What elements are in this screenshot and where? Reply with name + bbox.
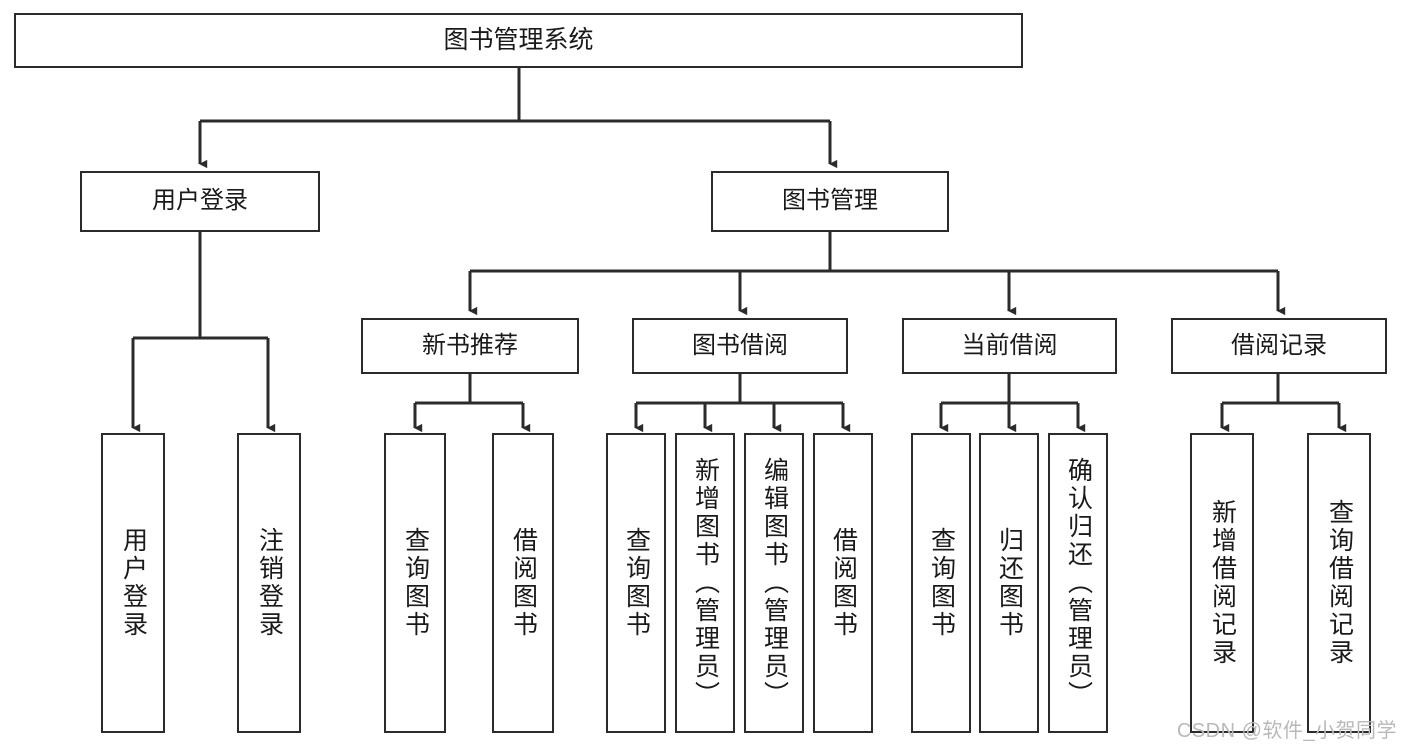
- node-leaf-confirm-return-admin-label: 确认归还（管理员）: [1064, 457, 1093, 709]
- node-leaf-query-book-current[interactable]: 查询图书: [911, 433, 971, 733]
- node-borrow-record[interactable]: 借阅记录: [1171, 318, 1387, 374]
- node-book-borrow-label: 图书借阅: [692, 331, 788, 359]
- node-leaf-borrow-book-recommend[interactable]: 借阅图书: [492, 433, 554, 733]
- node-leaf-query-borrow-record-label: 查询借阅记录: [1325, 499, 1354, 667]
- node-leaf-logout[interactable]: 注销登录: [237, 433, 301, 733]
- node-leaf-query-book-recommend-label: 查询图书: [401, 527, 430, 639]
- node-leaf-add-borrow-record-label: 新增借阅记录: [1208, 499, 1237, 667]
- node-leaf-query-borrow-record[interactable]: 查询借阅记录: [1307, 433, 1371, 733]
- node-leaf-borrow-book[interactable]: 借阅图书: [813, 433, 873, 733]
- node-leaf-query-book-recommend[interactable]: 查询图书: [384, 433, 446, 733]
- node-leaf-query-book-borrow-label: 查询图书: [622, 527, 651, 639]
- node-root-label: 图书管理系统: [443, 25, 594, 54]
- node-user-login[interactable]: 用户登录: [80, 171, 320, 232]
- node-current-borrow-label: 当前借阅: [961, 331, 1058, 359]
- node-current-borrow[interactable]: 当前借阅: [902, 318, 1117, 374]
- node-leaf-add-book-admin-label: 新增图书（管理员）: [691, 457, 720, 709]
- node-new-book-recommend[interactable]: 新书推荐: [361, 318, 579, 374]
- node-leaf-logout-label: 注销登录: [255, 527, 284, 639]
- node-leaf-add-book-admin[interactable]: 新增图书（管理员）: [675, 433, 735, 733]
- node-user-login-label: 用户登录: [152, 187, 248, 215]
- node-leaf-query-book-current-label: 查询图书: [927, 527, 956, 639]
- node-new-book-recommend-label: 新书推荐: [422, 331, 518, 359]
- node-leaf-return-book-label: 归还图书: [995, 527, 1024, 639]
- node-leaf-edit-book-admin-label: 编辑图书（管理员）: [760, 457, 789, 709]
- node-leaf-edit-book-admin[interactable]: 编辑图书（管理员）: [744, 433, 804, 733]
- node-leaf-confirm-return-admin[interactable]: 确认归还（管理员）: [1048, 433, 1108, 733]
- node-book-management-label: 图书管理: [782, 187, 878, 215]
- node-book-borrow[interactable]: 图书借阅: [632, 318, 848, 374]
- node-leaf-user-login[interactable]: 用户登录: [101, 433, 165, 733]
- node-leaf-borrow-book-recommend-label: 借阅图书: [509, 527, 538, 639]
- node-leaf-user-login-label: 用户登录: [119, 527, 148, 639]
- node-leaf-query-book-borrow[interactable]: 查询图书: [606, 433, 666, 733]
- node-root-book-management-system[interactable]: 图书管理系统: [14, 13, 1023, 68]
- node-leaf-return-book[interactable]: 归还图书: [979, 433, 1039, 733]
- node-leaf-add-borrow-record[interactable]: 新增借阅记录: [1190, 433, 1254, 733]
- node-book-management[interactable]: 图书管理: [711, 171, 949, 232]
- node-leaf-borrow-book-label: 借阅图书: [829, 527, 858, 639]
- csdn-watermark: CSDN @软件_小贺同学: [1176, 720, 1397, 742]
- node-borrow-record-label: 借阅记录: [1231, 331, 1327, 359]
